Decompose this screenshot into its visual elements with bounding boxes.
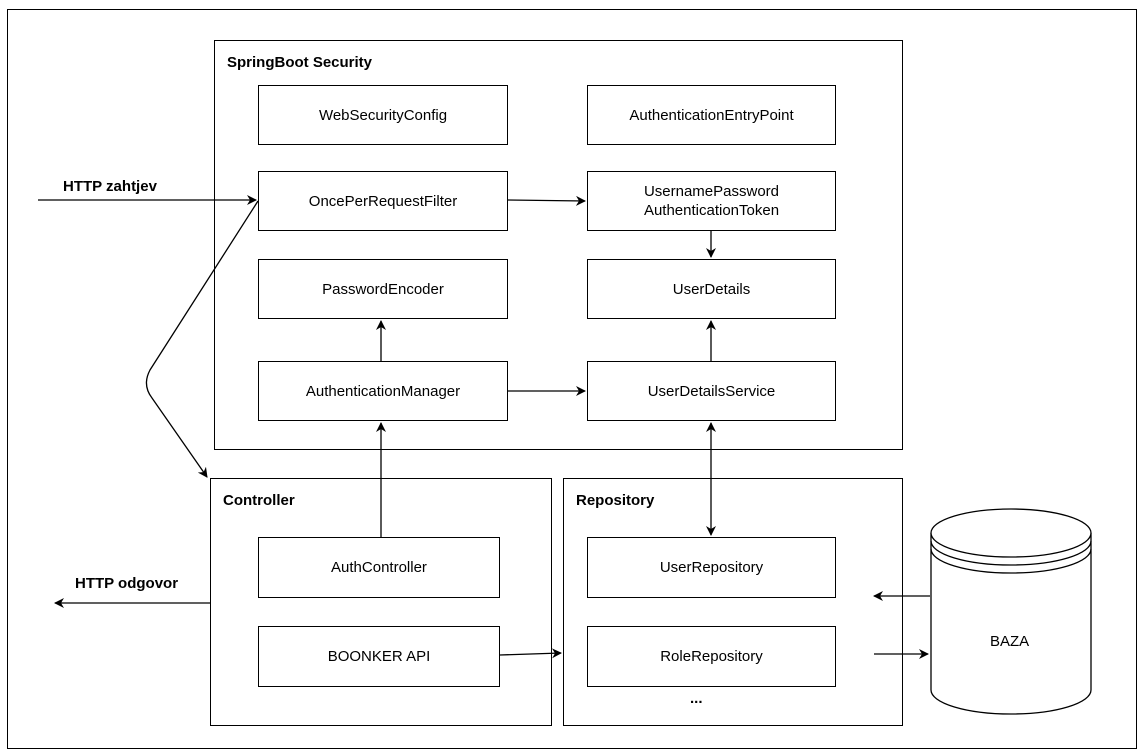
controller-container-title: Controller (223, 492, 295, 509)
auth-controller-box: AuthController (258, 537, 500, 598)
database-label: BAZA (990, 633, 1030, 650)
filter-to-controller-arrow (145, 200, 259, 478)
repository-container-title: Repository (576, 492, 655, 509)
filter-to-token-arrow (507, 195, 586, 206)
http-request-label: HTTP zahtjev (63, 178, 157, 195)
password-encoder-label: PasswordEncoder (322, 280, 444, 298)
password-encoder-box: PasswordEncoder (258, 259, 508, 319)
web-security-config-label: WebSecurityConfig (318, 106, 448, 124)
authentication-manager-label: AuthenticationManager (305, 382, 461, 400)
http-response-label: HTTP odgovor (75, 575, 179, 592)
user-details-box: UserDetails (587, 259, 836, 319)
authentication-token-label: UsernamePassword AuthenticationToken (643, 183, 780, 219)
user-repository-label: UserRepository (659, 559, 764, 576)
database-cylinder-icon (930, 508, 1092, 715)
boonker-api-label: BOONKER API (327, 648, 431, 665)
authentication-entry-point-label: AuthenticationEntryPoint (629, 106, 794, 124)
user-details-label: UserDetails (672, 280, 751, 298)
role-repository-label: RoleRepository (660, 648, 763, 665)
security-container: SpringBoot Security (214, 40, 903, 450)
user-repository-box: UserRepository (587, 537, 836, 598)
user-details-service-box: UserDetailsService (587, 361, 836, 421)
auth-controller-label: AuthController (331, 559, 427, 576)
web-security-config-box: WebSecurityConfig (258, 85, 508, 145)
authentication-entry-point-box: AuthenticationEntryPoint (587, 85, 836, 145)
authentication-manager-box: AuthenticationManager (258, 361, 508, 421)
more-repositories-ellipsis: ... (690, 690, 703, 707)
repository-container: Repository (563, 478, 903, 726)
once-per-request-filter-label: OncePerRequestFilter (308, 192, 458, 210)
user-details-service-label: UserDetailsService (647, 382, 776, 400)
boonker-api-box: BOONKER API (258, 626, 500, 687)
role-repository-box: RoleRepository (587, 626, 836, 687)
security-container-title: SpringBoot Security (227, 54, 373, 71)
authentication-token-box: UsernamePassword AuthenticationToken (587, 171, 836, 231)
diagram-frame (7, 9, 1137, 749)
once-per-request-filter-box: OncePerRequestFilter (258, 171, 508, 231)
api-to-repository-arrow (499, 648, 562, 659)
